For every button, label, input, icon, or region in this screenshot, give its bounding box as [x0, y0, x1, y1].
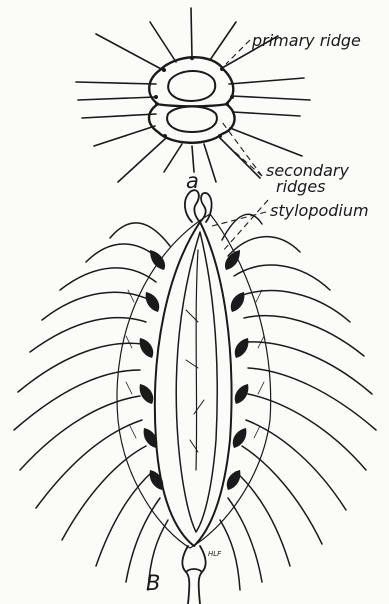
label-figure-a: a — [186, 169, 199, 193]
stylopodium-shape — [185, 190, 212, 222]
fruit-outer-outline — [117, 214, 271, 548]
artist-initials: HLF — [208, 550, 222, 558]
fruit-spines-right — [220, 214, 376, 590]
mericarp-face — [155, 222, 232, 546]
fruit-spines-left — [14, 223, 170, 590]
label-primary-ridge: primary ridge — [251, 31, 361, 50]
label-figure-b: B — [146, 571, 160, 595]
hatching — [126, 290, 264, 438]
stalk — [182, 546, 205, 604]
label-secondary-line2: ridges — [276, 177, 326, 196]
fruit-b — [14, 190, 376, 604]
label-stylopodium: stylopodium — [270, 201, 369, 220]
lower-locule — [167, 107, 217, 133]
upper-locule — [168, 71, 215, 101]
ridge-marks — [154, 56, 234, 138]
